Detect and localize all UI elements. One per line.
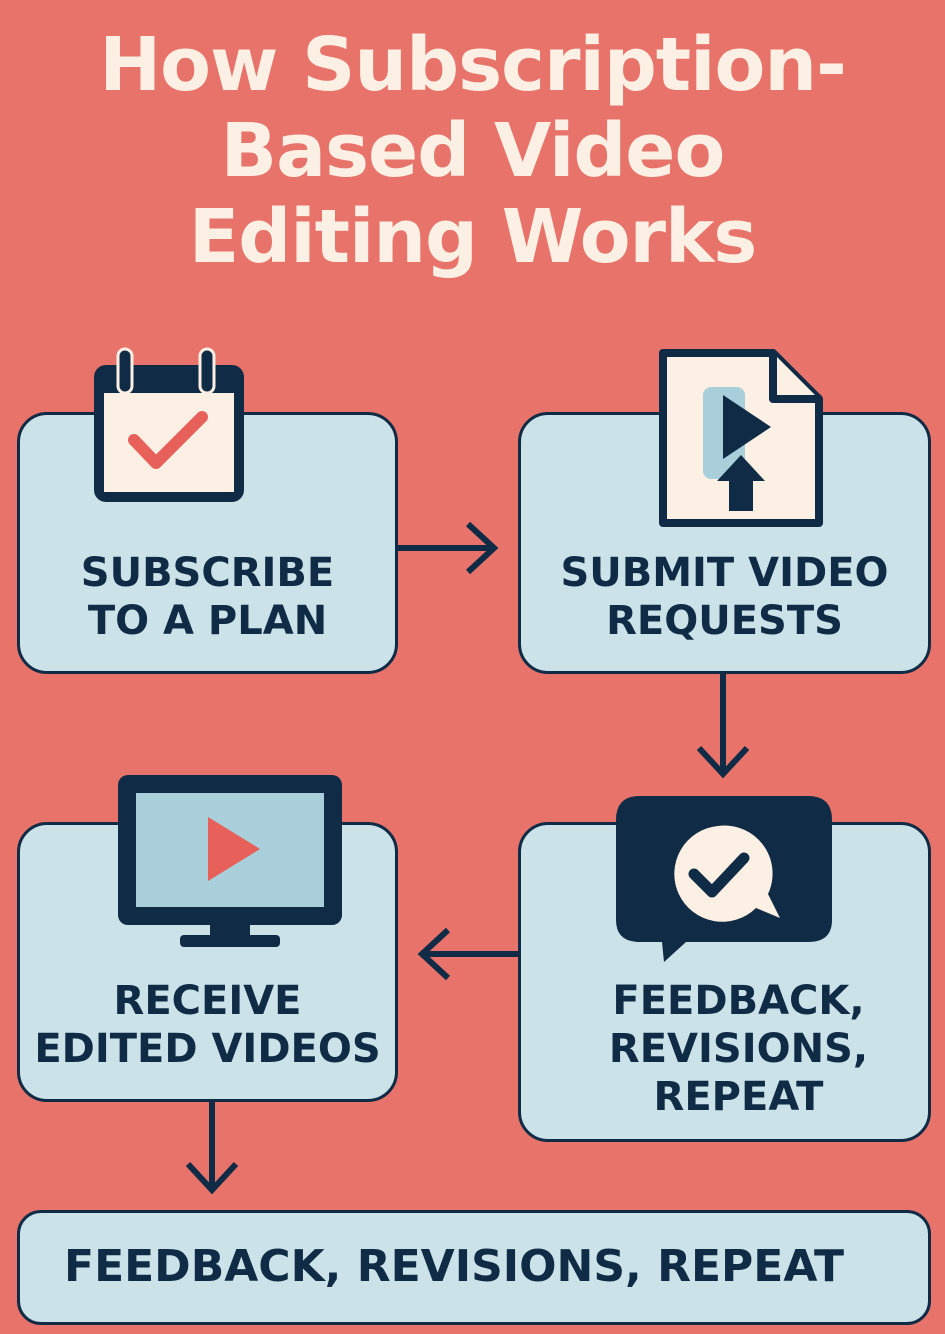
arrow-subscribe-to-submit bbox=[398, 521, 499, 575]
title-line-2: Based Video bbox=[220, 108, 726, 194]
video-file-upload-icon bbox=[659, 349, 823, 527]
step-receive-label: RECEIVE EDITED VIDEOS bbox=[34, 978, 381, 1072]
chat-check-icon bbox=[616, 796, 832, 962]
title-line-3: Editing Works bbox=[188, 194, 758, 280]
arrow-receive-to-repeat bbox=[185, 1102, 239, 1195]
title-line-1: How Subscription- bbox=[99, 22, 847, 108]
step-submit-label: SUBMIT VIDEO REQUESTS bbox=[560, 550, 889, 644]
step-feedback-label: FEEDBACK, REVISIONS, REPEAT bbox=[608, 978, 869, 1120]
arrow-feedback-to-receive bbox=[417, 927, 518, 981]
arrow-submit-to-feedback bbox=[696, 674, 750, 779]
calendar-check-icon bbox=[94, 347, 244, 502]
step-subscribe-label: SUBSCRIBE TO A PLAN bbox=[80, 550, 335, 644]
monitor-play-icon bbox=[118, 775, 342, 947]
page-title: How Subscription- Based Video Editing Wo… bbox=[0, 22, 945, 280]
repeat-banner-label: FEEDBACK, REVISIONS, REPEAT bbox=[64, 1241, 844, 1292]
repeat-banner: FEEDBACK, REVISIONS, REPEAT bbox=[17, 1210, 931, 1325]
